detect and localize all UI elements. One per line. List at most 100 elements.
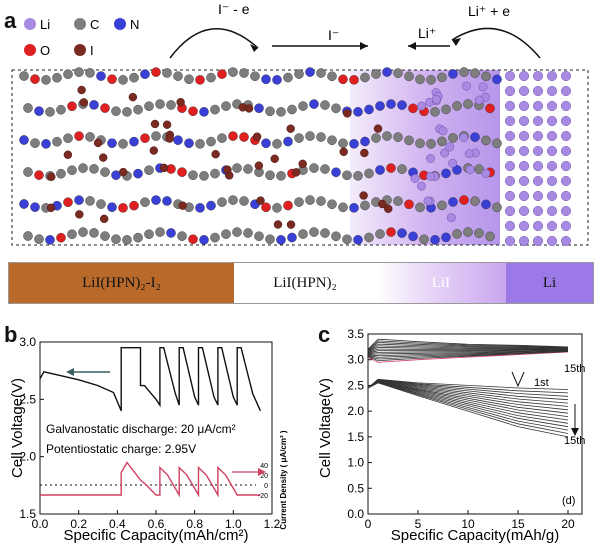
framework-atom [41,139,51,149]
phase-li-label: Li [542,274,557,291]
chart-c-charge-last-label: 15th [564,363,585,375]
atom-legend: Li C N O I [22,14,152,64]
framework-atom [492,202,502,213]
y-tick-label: 2.5 [19,392,36,406]
framework-atom [294,133,304,143]
lithium-atom [505,175,516,186]
phase-lii-label: LiI [431,274,451,291]
lithium-atom [533,130,544,141]
framework-atom [56,232,66,243]
chart-c-discharge-last-label: 15th [564,435,585,447]
iodine-atom [79,98,89,107]
framework-atom [173,71,183,81]
lithium-atom [561,160,572,171]
framework-atom [415,74,425,85]
lithium-atom [561,145,572,156]
framework-atom [430,235,440,245]
y2-tick-label: 40 [260,463,268,470]
x-tick-label: 0.8 [186,517,203,531]
framework-atom [140,197,150,207]
x-tick-label: 15 [511,517,525,531]
framework-atom [360,72,370,83]
lithium-atom [533,190,544,201]
x-tick-label: 20 [561,517,575,531]
phase-lii-hpn-label: LiI(HPN)₂ [273,274,337,291]
iodine-atom [159,163,169,173]
lithium-atom [533,101,544,112]
framework-atom [452,101,462,111]
framework-atom [294,197,304,207]
lithium-atom [519,116,530,127]
framework-atom [305,195,315,205]
charge-cycle-line [367,350,569,360]
iodine-atom [211,149,220,159]
framework-atom [452,229,462,239]
y2-tick-label: 20 [260,473,268,480]
lithium-atom [505,145,516,156]
framework-atom [188,234,198,245]
framework-atom [338,202,348,213]
framework-atom [52,136,62,147]
framework-atom [481,135,491,146]
framework-atom [382,131,392,141]
framework-atom [74,67,84,77]
y-tick-label: 0.0 [347,507,364,521]
phase-bar: LiI(HPN)₂-I₂ LiI(HPN)₂ LiI Li [8,262,594,304]
panel-c-letter: c [318,322,331,347]
lithium-atom [547,220,558,231]
framework-atom [448,69,458,79]
lithium-atom [547,130,558,141]
framework-atom [287,232,297,243]
framework-atom [129,200,139,211]
framework-atom [85,132,95,142]
iodine-atom [343,109,352,118]
framework-atom [426,75,436,85]
charge-cycle-line [367,350,569,357]
framework-atom [210,232,220,243]
lithium-atom [561,130,572,141]
framework-atom [129,136,139,147]
framework-atom [239,132,249,142]
framework-atom [415,202,425,213]
chart-c-xlabel: Specific Capacity(mAh/g) [391,527,559,544]
framework-atom [162,196,172,206]
framework-atom [305,131,315,141]
voltage-series-line [39,347,262,412]
framework-atom [144,101,154,111]
framework-atom [221,229,231,239]
phase-lii-hpn-i2-label: LiI(HPN)₂-I₂ [82,274,161,291]
legend-o-label: O [40,43,50,58]
framework-atom [426,139,436,149]
iodine-atom [119,167,128,177]
lithium-atom [505,116,516,127]
iodine-atom [75,210,84,219]
lithium-atom [561,175,572,186]
x-tick-label: 10 [461,517,475,531]
framework-atom [67,101,77,112]
framework-atom [316,68,326,78]
framework-atom [199,171,209,181]
framework-atom [96,199,106,209]
lithium-atom [533,205,544,216]
lithium-atom [547,145,558,156]
framework-atom [100,231,110,241]
y-tick-label: 1.5 [19,507,36,521]
framework-atom [474,228,484,238]
framework-atom [492,74,502,85]
framework-atom [463,99,473,109]
chart-b-annotation-2: Potentiostatic charge: 2.95V [46,442,196,456]
iodine-atom [286,124,295,133]
o-atom-icon [24,44,36,56]
y-tick-label: 0.5 [347,481,364,495]
framework-atom [364,104,374,115]
framework-atom [452,165,462,175]
framework-atom [100,167,110,177]
framework-atom [118,75,128,85]
lithium-atom [505,86,516,97]
framework-atom [100,103,110,113]
framework-atom [195,139,205,149]
iodine-atom [77,85,86,95]
lithium-atom [445,142,455,152]
iodine-atom [378,199,387,209]
